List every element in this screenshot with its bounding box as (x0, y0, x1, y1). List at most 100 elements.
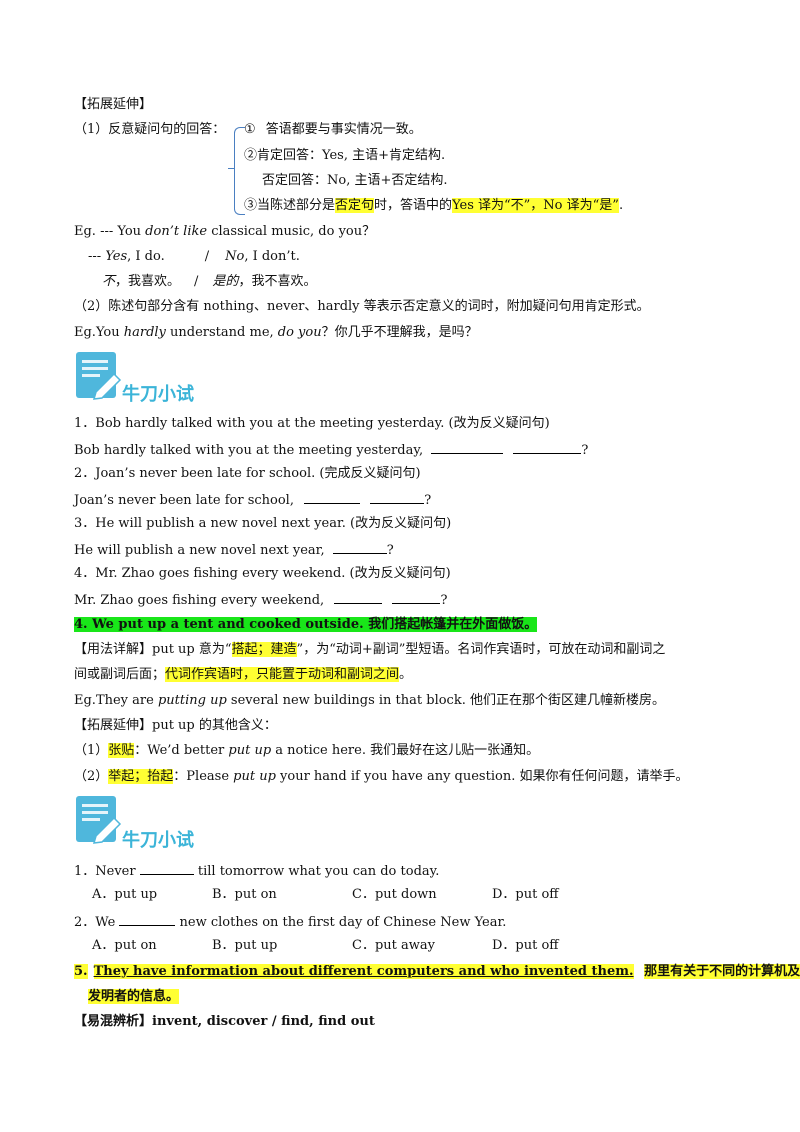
exercise-4-question: 4．Mr. Zhao goes fishing every weekend. (… (74, 566, 451, 581)
choice-question-2-post: new clothes on the first day of Chinese … (175, 915, 507, 930)
choice-q1-option-c[interactable]: C．put down (352, 887, 437, 902)
answer-no: No (225, 249, 245, 264)
notepad-pencil-icon (76, 796, 122, 844)
answer-blank[interactable] (334, 590, 383, 604)
answer-blank[interactable] (370, 490, 425, 504)
exercise-3-end: ? (386, 543, 394, 558)
choice-question-1-post: till tomorrow what you can do today. (193, 864, 440, 879)
example-2-italic-hardly: hardly (123, 325, 166, 340)
brace-bracket (234, 127, 245, 215)
item-4-extension-heading: 【拓展延伸】put up 的其他含义： (74, 718, 277, 733)
choice-q1-option-d[interactable]: D．put off (492, 887, 559, 902)
exercise-1-answer: Bob hardly talked with you at the meetin… (74, 440, 588, 460)
example-2-pre: Eg.You (74, 325, 124, 340)
usage-line-2-post: 。 (399, 667, 413, 682)
exercise-4-end: ? (440, 593, 448, 608)
rule-1-text: 答语都要与事实情况一致。 (265, 122, 422, 137)
rule-3-highlight-negative: 否定句 (335, 198, 375, 213)
confusion-words: invent, discover / find, find out (152, 1014, 375, 1029)
example-2-mid: understand me, (165, 325, 278, 340)
exercise-3-answer: He will publish a new novel next year, ? (74, 540, 394, 560)
exercise-2-end: ? (424, 493, 432, 508)
rule-1: ① 答语都要与事实情况一致。 (244, 121, 422, 139)
item-4-example-italic: putting up (157, 693, 227, 708)
example-1-pre: Eg. --- You (74, 224, 146, 239)
example-1-answers: --- Yes, I do./No, I don’t. (88, 248, 300, 266)
usage-detail-line-1: 【用法详解】put up 意为“搭起；建造”，为“动词+副词”型短语。名词作宾语… (74, 641, 665, 659)
meaning-2-highlight: 举起；抬起 (108, 769, 174, 784)
choice-question-2-pre: 2．We (74, 915, 120, 930)
rule-3-text-pre: 当陈述部分是 (257, 198, 336, 213)
usage-line-2-pre: 间或副词后面； (74, 667, 166, 682)
rule-2-number: ② (244, 148, 258, 163)
meaning-2-post: your hand if you have any question. 如果你有… (275, 769, 689, 784)
rule-2b: 否定回答：No, 主语+否定结构. (262, 173, 448, 188)
rule-2a: ②肯定回答：Yes, 主语+肯定结构. (244, 147, 445, 165)
meaning-2-mid: ：Please (173, 769, 234, 784)
example-1-post: classical music, do you？ (207, 224, 376, 239)
rule-3-text-end: . (618, 198, 624, 213)
exercise-3-question: 3．He will publish a new novel next year.… (74, 516, 452, 531)
notepad-pencil-icon (76, 352, 122, 400)
usage-post: ”，为“动词+副词”型短语。名词作宾语时，可放在动词和副词之 (296, 642, 666, 657)
item-5-translation-line-2: 发明者的信息。 (88, 989, 180, 1004)
item-4-title-text: 4. We put up a tent and cooked outside. … (74, 617, 538, 632)
example-1-italic: don’t like (145, 224, 208, 239)
example-1: Eg. --- You don’t like classical music, … (74, 223, 375, 241)
answer-blank[interactable] (513, 440, 582, 454)
exercise-3-answer-text: He will publish a new novel next year, (74, 543, 325, 558)
rule-2a-text: 肯定回答：Yes, 主语+肯定结构. (257, 148, 446, 163)
rule-1-number: ① (244, 122, 256, 137)
answer-blank[interactable] (332, 540, 387, 554)
item-4-example-post: several new buildings in that block. 他们正… (226, 693, 665, 708)
choice-question-2: 2．We new clothes on the first day of Chi… (74, 912, 506, 932)
meaning-1-pre: （1） (74, 743, 109, 758)
meaning-2-pre: （2） (74, 769, 109, 784)
rule-3: ③当陈述部分是否定句时，答语中的Yes 译为“不”，No 译为“是”. (244, 197, 623, 215)
exercise-2-question: 2．Joan’s never been late for school. (完成… (74, 466, 421, 481)
item-5-number: 5. (74, 964, 88, 979)
item-4-title: 4. We put up a tent and cooked outside. … (74, 616, 538, 634)
answer-dash: --- (88, 249, 106, 264)
meaning-1-post: a notice here. 我们最好在这儿贴一张通知。 (271, 743, 540, 758)
translation-b-post: ，我不喜欢。 (238, 274, 317, 289)
choice-q1-option-b[interactable]: B．put on (212, 887, 277, 902)
choice-q1-option-a[interactable]: A．put up (92, 887, 158, 902)
example-2: Eg.You hardly understand me, do you？你几乎不… (74, 324, 478, 342)
meaning-2: （2）举起；抬起：Please put up your hand if you … (74, 768, 688, 786)
meaning-1-highlight: 张贴 (108, 743, 135, 758)
answer-blank[interactable] (431, 440, 504, 454)
usage-highlight-pronoun-rule: 代词作宾语时，只能置于动词和副词之间 (165, 667, 400, 682)
choice-q2-option-d[interactable]: D．put off (492, 938, 559, 953)
answer-blank[interactable] (392, 590, 441, 604)
translation-slash: / (194, 274, 199, 289)
question-label-2: （2）陈述句部分含有 nothing、never、hardly 等表示否定意义的… (74, 299, 650, 314)
meaning-1-italic: put up (228, 743, 272, 758)
usage-detail-line-2: 间或副词后面；代词作宾语时，只能置于动词和副词之间。 (74, 666, 412, 684)
meaning-1: （1）张贴：We’d better put up a notice here. … (74, 742, 539, 760)
choice-q2-option-b[interactable]: B．put up (212, 938, 278, 953)
answer-slash: / (204, 249, 210, 264)
exercise-1-answer-text: Bob hardly talked with you at the meetin… (74, 443, 424, 458)
choice-q2-option-a[interactable]: A．put on (92, 938, 157, 953)
usage-highlight-meaning: 搭起；建造 (231, 642, 297, 657)
confusion-heading: 【易混辨析】invent, discover / find, find out (74, 1013, 375, 1031)
answer-blank[interactable] (119, 912, 176, 926)
exercise-2-answer: Joan’s never been late for school, ? (74, 490, 431, 510)
exercise-2-answer-text: Joan’s never been late for school, (74, 493, 294, 508)
translation-a: 不 (102, 274, 116, 289)
section-heading-extension: 【拓展延伸】 (74, 97, 153, 112)
answer-no-post: , I don’t. (244, 249, 300, 264)
example-1-translation: 不，我喜欢。/是的，我不喜欢。 (102, 273, 316, 291)
item-4-example: Eg.They are putting up several new build… (74, 692, 665, 710)
badge-title-practice-2: 牛刀小试 (122, 830, 194, 851)
exercise-1-end: ? (581, 443, 589, 458)
choice-q2-option-c[interactable]: C．put away (352, 938, 435, 953)
answer-blank[interactable] (139, 861, 194, 875)
question-label-1: （1）反意疑问句的回答： (74, 122, 226, 137)
brace-tick (228, 168, 235, 169)
item-5-translation-line-1: 那里有关于不同的计算机及其 (644, 964, 800, 979)
answer-yes-post: , I do. (127, 249, 165, 264)
answer-blank[interactable] (304, 490, 361, 504)
exercise-4-answer: Mr. Zhao goes fishing every weekend, ? (74, 590, 447, 610)
